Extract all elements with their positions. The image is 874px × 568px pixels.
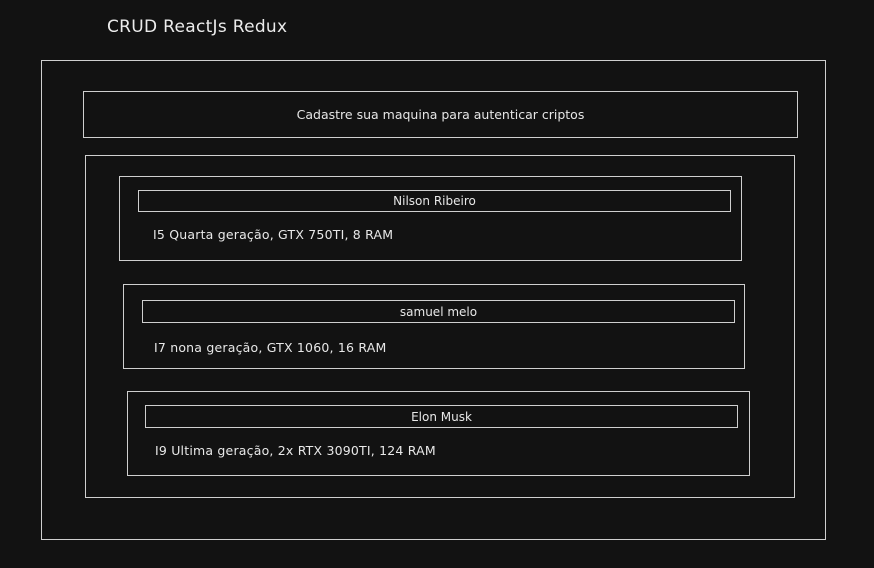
page-title: CRUD ReactJs Redux xyxy=(107,17,288,37)
machine-card[interactable] xyxy=(123,284,745,369)
machine-owner-header: samuel melo xyxy=(142,300,735,323)
machine-list xyxy=(85,155,795,498)
machine-specs: I9 Ultima geração, 2x RTX 3090TI, 124 RA… xyxy=(155,443,436,458)
register-banner-text: Cadastre sua maquina para autenticar cri… xyxy=(296,107,585,122)
machine-owner-name: Nilson Ribeiro xyxy=(393,194,476,208)
machine-owner-name: samuel melo xyxy=(399,304,478,319)
machine-card[interactable] xyxy=(127,391,750,476)
machine-specs: I7 nona geração, GTX 1060, 16 RAM xyxy=(154,340,387,355)
machine-owner-header: Nilson Ribeiro xyxy=(138,190,731,212)
machine-owner-name: Elon Musk xyxy=(411,409,472,424)
machine-specs: I5 Quarta geração, GTX 750TI, 8 RAM xyxy=(153,227,394,242)
app-container xyxy=(41,60,826,540)
machine-owner-header: Elon Musk xyxy=(145,405,738,428)
register-banner[interactable]: Cadastre sua maquina para autenticar cri… xyxy=(83,91,798,138)
machine-card[interactable] xyxy=(119,176,742,261)
